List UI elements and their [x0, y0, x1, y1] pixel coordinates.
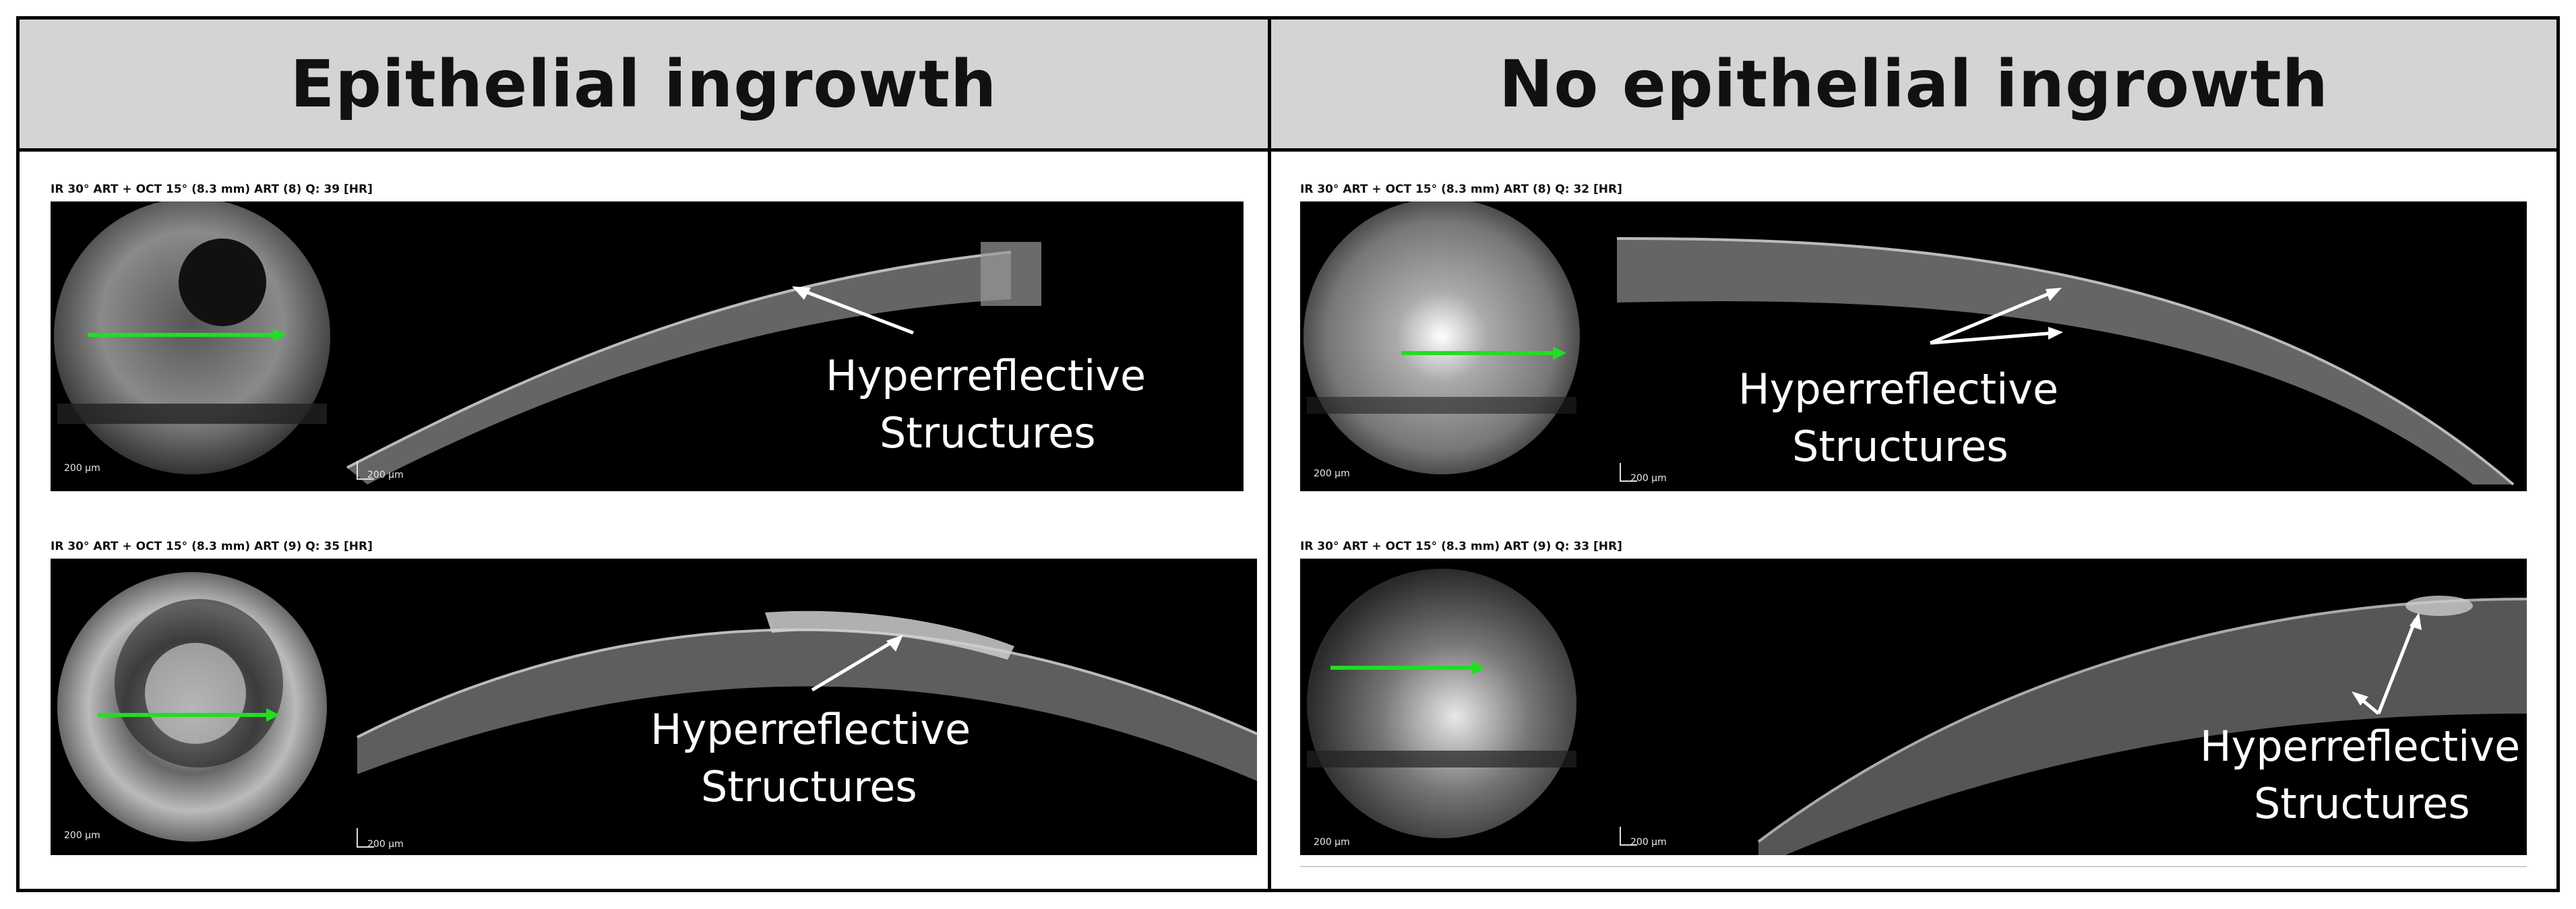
column-divider: [1268, 20, 1271, 889]
panel-caption: IR 30° ART + OCT 15° (8.3 mm) ART (9) Q:…: [1300, 540, 1622, 553]
oct-scan-image: 200 µm Hyperreflective Structures 200 µm: [51, 559, 1257, 855]
oct-cross-section: Hyperreflective Structures 200 µm: [357, 610, 1257, 850]
annotation-line-2: Structures: [701, 762, 917, 811]
annotation-line-1: Hyperreflective: [1738, 365, 2058, 414]
figure-frame: Epithelial ingrowth No epithelial ingrow…: [16, 16, 2560, 892]
ir-fundus-image: 200 µm: [57, 572, 327, 842]
oct-scale-label: 200 µm: [367, 470, 404, 480]
annotation-line-2: Structures: [880, 408, 1096, 458]
panel-caption: IR 30° ART + OCT 15° (8.3 mm) ART (8) Q:…: [1300, 183, 1622, 196]
separator-line: [1300, 866, 2527, 867]
oct-cross-section: Hyperreflective Structures 200 µm: [1616, 237, 2515, 486]
oct-scale-label: 200 µm: [367, 839, 404, 850]
header-left-title: Epithelial ingrowth: [290, 46, 998, 122]
panel-top-right: IR 30° ART + OCT 15° (8.3 mm) ART (8) Q:…: [1300, 183, 2547, 513]
ir-scale-label: 200 µm: [1314, 468, 1350, 479]
oct-cross-section: Hyperreflective Structures 200 µm: [1620, 596, 2527, 855]
header-right-title: No epithelial ingrowth: [1499, 46, 2329, 122]
ir-fundus-image: 200 µm: [1307, 569, 1576, 848]
ir-fundus-image: 200 µm: [54, 201, 330, 474]
oct-scan-image: 200 µm Hyperreflective Structures 200 µm: [51, 201, 1244, 491]
oct-scale-label: 200 µm: [1630, 837, 1667, 848]
annotation-line-2: Structures: [2254, 779, 2470, 828]
ir-scale-label: 200 µm: [64, 463, 100, 474]
panel-bottom-right: IR 30° ART + OCT 15° (8.3 mm) ART (9) Q:…: [1300, 540, 2547, 883]
ir-scale-label: 200 µm: [64, 830, 100, 841]
oct-scan-image: 200 µm Hyperreflective Structures 200 µm: [1300, 201, 2527, 491]
annotation-line-1: Hyperreflective: [650, 705, 971, 754]
annotation-line-1: Hyperreflective: [2200, 722, 2520, 771]
oct-scan-image: 200 µm Hyperreflective Structures 200 µm: [1300, 559, 2527, 855]
ir-fundus-image: 200 µm: [1304, 201, 1580, 479]
panel-bottom-left: IR 30° ART + OCT 15° (8.3 mm) ART (9) Q:…: [51, 540, 1257, 883]
oct-cross-section: Hyperreflective Structures 200 µm: [346, 242, 1146, 484]
panel-caption: IR 30° ART + OCT 15° (8.3 mm) ART (8) Q:…: [51, 183, 373, 196]
annotation-line-1: Hyperreflective: [826, 351, 1146, 400]
annotation-line-2: Structures: [1792, 422, 2008, 471]
panel-top-left: IR 30° ART + OCT 15° (8.3 mm) ART (8) Q:…: [51, 183, 1257, 513]
ir-scale-label: 200 µm: [1314, 837, 1350, 848]
panel-caption: IR 30° ART + OCT 15° (8.3 mm) ART (9) Q:…: [51, 540, 373, 553]
header-epithelial-ingrowth: Epithelial ingrowth: [20, 20, 1268, 152]
header-no-epithelial-ingrowth: No epithelial ingrowth: [1271, 20, 2556, 152]
oct-scale-label: 200 µm: [1630, 473, 1667, 484]
